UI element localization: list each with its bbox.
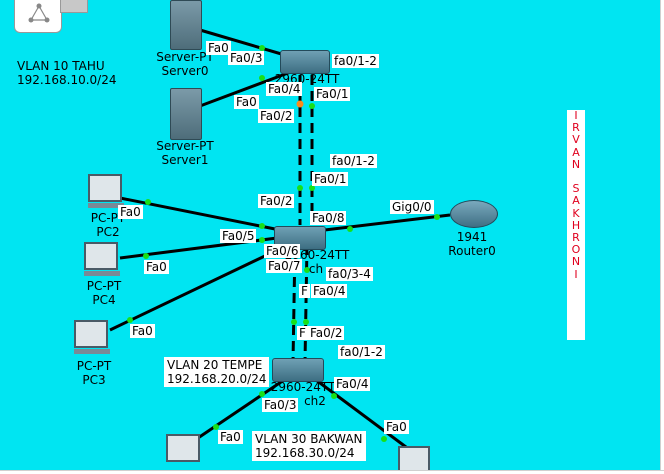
link-light [259,391,265,397]
link-light [309,103,315,109]
port-label: Fa0/3 [228,51,265,65]
port-label: Fa0 [234,95,259,109]
pc-icon[interactable] [166,434,202,470]
link-switch-bottom-pc-b1 [194,378,285,442]
port-label: Fa0/7 [266,259,303,273]
pc-icon[interactable] [74,320,110,358]
port-label: F [299,284,310,298]
network-diagram-icon[interactable] [14,0,62,33]
vlan20-note[interactable]: VLAN 20 TEMPE 192.168.20.0/24 [164,357,270,387]
link-light [331,393,337,399]
toolbar-panel[interactable] [60,0,88,13]
port-label: F [297,326,308,340]
port-label: Fa0/3 [262,398,299,412]
port-label: Fa0 [384,420,409,434]
vlan30-note[interactable]: VLAN 30 BAKWAN 192.168.30.0/24 [252,431,366,461]
link-light [259,223,265,229]
vlan10-subnet: 192.168.10.0/24 [17,73,117,87]
link-light [304,267,310,273]
server-icon[interactable] [170,0,202,50]
router0-label[interactable]: 1941 Router0 [448,230,496,258]
link-light [347,226,353,232]
port-label: Fa0 [206,41,231,55]
port-label: fa0/3-4 [326,267,373,281]
link-light [259,45,265,51]
port-label: Fa0/2 [258,194,295,208]
server-icon[interactable] [170,88,202,140]
switch-icon[interactable] [280,50,330,74]
server0-label[interactable]: Server-PT Server0 [156,50,214,78]
pc-icon[interactable] [84,242,120,276]
port-label: fa0/1-2 [332,54,379,68]
port-label: Fa0/4 [266,82,303,96]
switch-bottom-model[interactable]: 2960-24TT [270,380,336,394]
vlan10-note[interactable]: VLAN 10 TAHU 192.168.10.0/24 [14,58,119,88]
switch-icon[interactable] [272,358,324,382]
link-mid-bottom-2 [303,244,309,363]
port-label: Fa0/2 [258,109,295,123]
vlan20-title: VLAN 20 TEMPE [167,358,263,372]
link-light [291,319,297,325]
pc3-label[interactable]: PC-PT PC3 [76,359,112,387]
pc4-label[interactable]: PC-PT PC4 [86,279,122,307]
link-server0-switch-top [199,28,296,60]
port-label: Fa0 [118,205,143,219]
switch-bottom-name[interactable]: ch2 [304,394,326,408]
port-label: Fa0/1 [312,172,349,186]
router-icon[interactable] [450,200,498,228]
port-label: Fa0/1 [314,87,351,101]
link-pc3-switch-mid [109,242,291,332]
port-label: Fa0/6 [264,244,301,258]
link-light [259,75,265,81]
link-light [259,237,265,243]
link-light [297,185,303,191]
switch-mid-name[interactable]: ch [308,262,324,276]
port-label: Fa0/2 [308,326,345,340]
link-light [381,436,387,442]
vlan30-title: VLAN 30 BAKWAN [255,432,363,446]
pc2-label[interactable]: PC-PT PC2 [90,211,126,239]
port-label: fa0/1-2 [338,345,385,359]
port-label: fa0/1-2 [330,154,377,168]
port-label: Fa0/5 [220,229,257,243]
port-label: Fa0/4 [311,284,348,298]
link-server1-switch-top [199,68,297,108]
server1-label[interactable]: Server-PT Server1 [156,139,214,167]
pc-icon[interactable] [398,446,432,472]
link-switch-bottom-pc-b2 [315,378,411,452]
link-light [213,424,219,430]
port-label: Fa0 [130,324,155,338]
link-light [145,199,151,205]
canvas-right-edge [660,0,664,474]
vlan20-subnet: 192.168.20.0/24 [167,372,267,386]
link-light [434,214,440,220]
port-label: Gig0/0 [390,200,434,214]
canvas-bottom-edge [0,470,664,474]
link-light [143,253,149,259]
link-light [309,185,315,191]
vlan30-subnet: 192.168.30.0/24 [255,446,355,460]
port-label: Fa0/8 [310,211,347,225]
link-light [127,317,133,323]
vlan10-title: VLAN 10 TAHU [17,59,105,73]
pc-icon[interactable] [88,174,124,208]
switch-mid-model[interactable]: 2960-24TT [284,248,350,262]
port-label: Fa0 [144,260,169,274]
port-label: Fa0 [218,430,243,444]
link-switch-mid-router [307,213,451,234]
port-label: Fa0/4 [334,377,371,391]
link-light-pending [296,100,304,108]
link-light [303,319,309,325]
